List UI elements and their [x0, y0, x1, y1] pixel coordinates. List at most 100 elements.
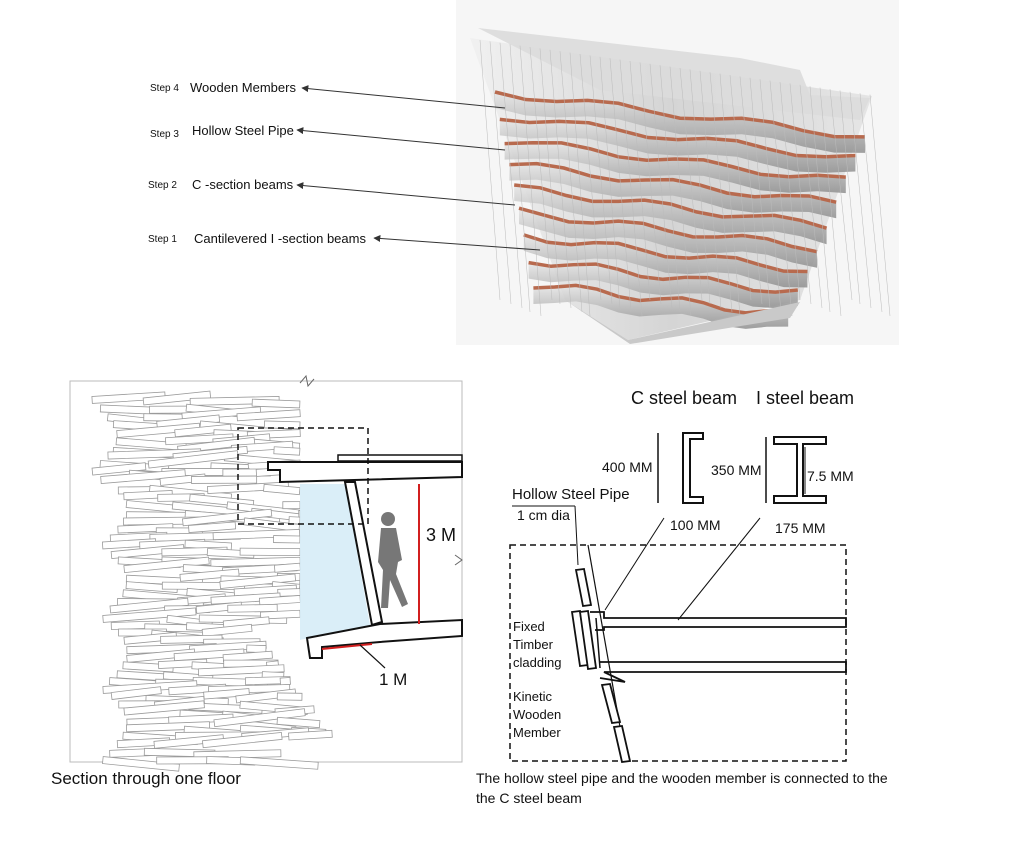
wooden-slat: [279, 677, 291, 686]
cable-line: [789, 83, 812, 305]
wooden-slat: [246, 644, 267, 653]
wooden-slat: [239, 756, 319, 770]
step-1-number: Step 1: [148, 234, 177, 245]
detail-caption-line-2: the C steel beam: [476, 790, 582, 806]
inclined-wall: [343, 481, 384, 627]
upper-floor-deck: [337, 454, 463, 462]
step-3-label: Hollow Steel Pipe: [192, 123, 294, 138]
i-beam-profile: [773, 436, 827, 504]
c-beam-title: C steel beam: [631, 388, 738, 408]
wooden-slat: [197, 664, 285, 677]
kinetic-label-line-1: Kinetic: [513, 689, 553, 704]
person-silhouette: [378, 512, 408, 608]
cable-line: [489, 41, 512, 305]
cable-line: [709, 72, 733, 313]
wooden-slat: [276, 692, 303, 701]
cable-line: [539, 48, 561, 305]
wooden-slat: [219, 573, 297, 589]
c-width-label: 100 MM: [670, 517, 721, 533]
step-2-label: C -section beams: [192, 177, 294, 192]
cable-line: [749, 77, 771, 309]
section-drawing: [69, 374, 463, 772]
cable-line: [779, 81, 801, 301]
cable-line: [599, 56, 621, 309]
pipe-diameter-label: 1 cm dia: [517, 507, 570, 523]
wooden-slat: [298, 510, 301, 519]
wooden-slat: [239, 547, 301, 557]
wooden-slat: [123, 700, 205, 716]
wooden-slat: [288, 516, 301, 525]
cable-line: [519, 45, 542, 317]
break-mark-top: [299, 374, 315, 388]
wooden-slat: [173, 648, 245, 662]
tower-floor-slabs: [494, 90, 866, 329]
cable-line: [729, 74, 752, 301]
cable-line: [659, 65, 681, 313]
i-web-label: 7.5 MM: [807, 468, 854, 484]
step-1-label: Cantilevered I -section beams: [194, 231, 366, 246]
cable-line: [479, 39, 501, 301]
cable-line: [679, 67, 703, 301]
kinetic-label-line-2: Wooden: [513, 707, 562, 722]
c-height-label: 400 MM: [602, 459, 653, 475]
cable-line: [619, 59, 643, 317]
wooden-slat: [182, 508, 273, 527]
beam-connector: [595, 617, 601, 669]
wooden-slat: [201, 623, 253, 637]
floor-slab: [499, 119, 856, 173]
cable-line: [819, 87, 842, 317]
wooden-slat: [276, 716, 321, 729]
cable-line: [839, 90, 861, 305]
cable-line: [649, 63, 673, 309]
cable-line: [669, 66, 692, 317]
tower-render: [456, 0, 899, 345]
wooden-slat: [282, 501, 301, 510]
fixed-label-line-2: Timber: [513, 637, 553, 652]
i-beam-leader: [677, 517, 761, 621]
step-4-number: Step 4: [150, 83, 179, 94]
kinetic-label-line-3: Member: [513, 725, 561, 740]
depth-label: 1 M: [379, 670, 408, 689]
wooden-slat: [123, 556, 210, 574]
wooden-slat: [203, 688, 250, 700]
fixed-label-line-3: cladding: [513, 655, 562, 670]
wooden-slat: [202, 731, 283, 749]
floor-slab: [514, 184, 827, 245]
cable-line: [529, 46, 553, 301]
c-beam-leader: [604, 517, 665, 611]
step-4-label: Wooden Members: [190, 80, 296, 95]
wooden-slat: [210, 592, 281, 605]
break-mark-right: [454, 554, 463, 566]
wooden-slat: [102, 607, 197, 623]
arrow-step-1: [373, 234, 541, 251]
wooden-slat: [263, 483, 301, 496]
pipe-leader: [574, 505, 579, 566]
cable-line: [869, 94, 891, 317]
floor-slab: [533, 285, 789, 329]
wooden-slat: [251, 398, 301, 409]
depth-dimension-line: [321, 643, 373, 650]
wooden-slat: [236, 409, 301, 422]
pipe-label: Hollow Steel Pipe: [512, 486, 630, 503]
detail-caption-line-1: The hollow steel pipe and the wooden mem…: [476, 770, 888, 786]
wooden-slat: [100, 469, 186, 484]
wooden-slat: [273, 446, 301, 456]
wooden-slat: [227, 603, 278, 613]
cable-line: [549, 49, 572, 309]
kinetic-member-1: [600, 683, 622, 724]
c-beam-elevation: [590, 611, 847, 631]
wooden-band: [499, 117, 856, 159]
cable-line: [809, 86, 831, 313]
wooden-member-1: [574, 568, 593, 607]
floor-slab: [504, 142, 846, 194]
wooden-slat: [110, 686, 162, 700]
hollow-steel-pipe: [587, 544, 627, 762]
arrow-step-2: [296, 182, 516, 206]
step-3-number: Step 3: [150, 129, 179, 140]
step-arrows: [296, 85, 541, 251]
cable-line: [569, 52, 591, 317]
cable-line: [579, 53, 602, 301]
wooden-band: [523, 233, 808, 274]
wooden-band: [528, 260, 798, 294]
wooden-slat: [235, 688, 297, 704]
